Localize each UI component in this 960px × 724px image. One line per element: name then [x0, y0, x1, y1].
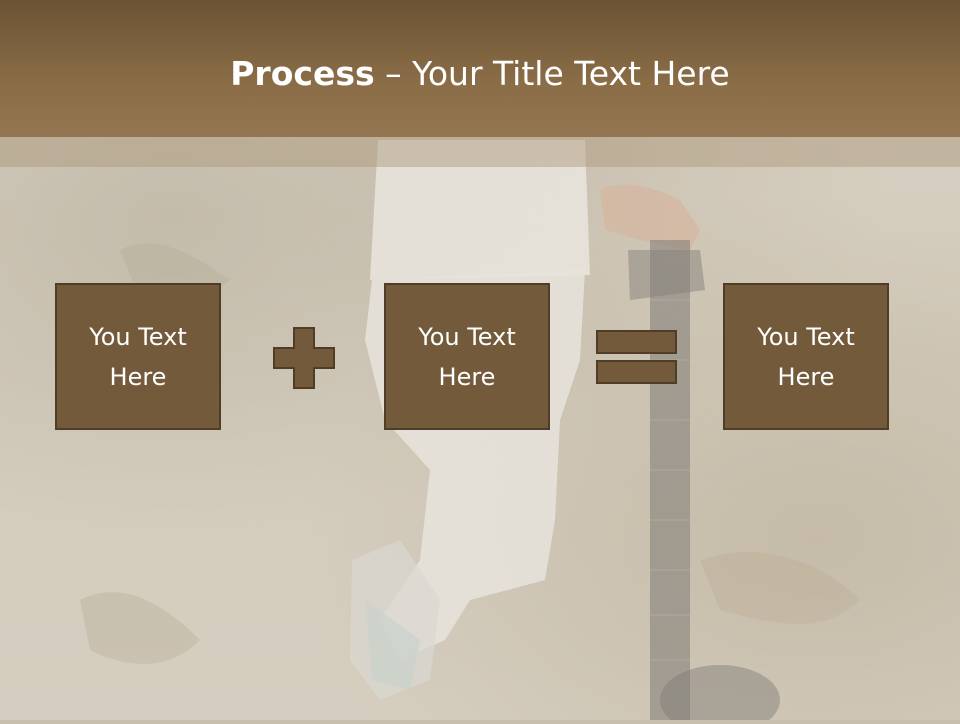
process-box-3-text: You Text Here — [757, 322, 855, 391]
process-box-3[interactable]: You Text Here — [723, 283, 889, 430]
plus-icon — [273, 327, 335, 389]
title-bold: Process — [230, 54, 375, 93]
process-box-1[interactable]: You Text Here — [55, 283, 221, 430]
slide-title[interactable]: Process – Your Title Text Here — [0, 52, 960, 96]
process-box-2-text: You Text Here — [418, 322, 516, 391]
title-bar-strip — [0, 137, 960, 167]
equals-icon — [596, 330, 677, 384]
process-box-2[interactable]: You Text Here — [384, 283, 550, 430]
title-bar — [0, 0, 960, 137]
title-rest: – Your Title Text Here — [374, 54, 730, 93]
process-box-1-text: You Text Here — [89, 322, 187, 391]
